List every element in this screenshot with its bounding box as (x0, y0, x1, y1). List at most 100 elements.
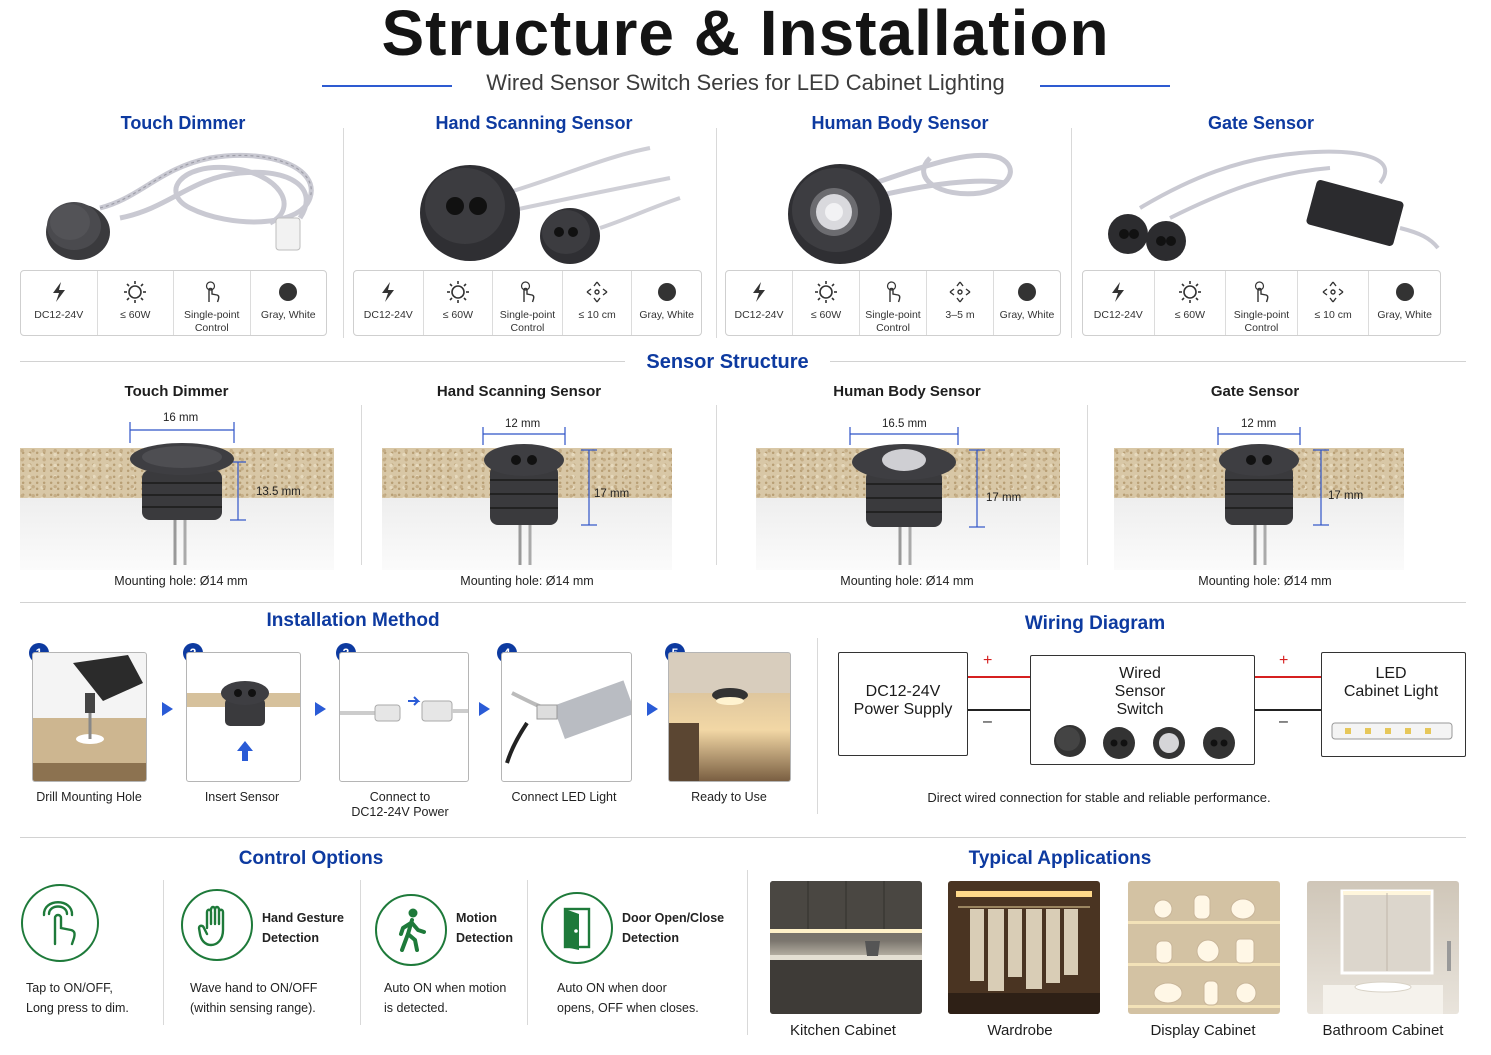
touch-icon (202, 279, 222, 305)
wardrobe-image (948, 881, 1100, 1014)
control-desc: Tap to ON/OFF, Long press to dim. (26, 981, 129, 1015)
spec-box-touch-dimmer: DC12-24V ≤ 60W Single-point Control Gray… (20, 270, 327, 336)
control-desc: Auto ON when motion is detected. (384, 981, 507, 1015)
step-label: Ready to Use (691, 790, 767, 804)
step-label: Insert Sensor (204, 790, 280, 804)
dimension-width: 16 mm (163, 412, 199, 424)
kitchen-cabinet-image (770, 881, 922, 1014)
wire-positive (968, 676, 1030, 678)
dimension-width: 12 mm (1241, 418, 1277, 430)
section-rule (20, 602, 1466, 603)
minus-sign: – (1279, 713, 1288, 730)
power-supply-box (838, 652, 968, 756)
human-body-cross-section (849, 427, 985, 565)
color-dot-icon (1016, 279, 1038, 305)
touch-dimmer-cross-section (129, 422, 246, 565)
power-supply-label: DC12-24V Power Supply (853, 683, 953, 718)
wire-positive (1255, 676, 1321, 678)
product-title-touch-dimmer: Touch Dimmer (120, 113, 246, 133)
plus-sign: + (983, 652, 993, 669)
typical-applications-title: Typical Applications (968, 848, 1152, 869)
spec-voltage: DC12-24V (354, 271, 424, 335)
color-dot-icon (1394, 279, 1416, 305)
column-divider (527, 880, 528, 1025)
application-label: Wardrobe (987, 1022, 1053, 1039)
human-body-product-image (788, 152, 1013, 264)
wiring-caption: Direct wired connection for stable and r… (927, 790, 1271, 805)
touch-dimmer-product-image (46, 152, 314, 260)
dimension-height: 17 mm (1328, 490, 1364, 502)
wire-negative (1255, 709, 1321, 711)
structure-name: Touch Dimmer (124, 383, 229, 400)
column-divider (343, 128, 344, 338)
step-image-drill (32, 652, 147, 782)
arrow-right-icon (647, 702, 658, 716)
display-cabinet-image (1128, 881, 1280, 1014)
door-icon (541, 892, 613, 964)
led-light-label: LED Cabinet Light (1343, 665, 1439, 700)
bulb-icon (446, 279, 470, 305)
section-rule (830, 361, 1466, 362)
control-label: Motion Detection (456, 911, 513, 945)
spec-color: Gray, White (632, 271, 701, 335)
lightning-icon (380, 279, 396, 305)
led-strip-icon (1331, 722, 1453, 740)
step-image-insert (186, 652, 301, 782)
column-divider (360, 880, 361, 1025)
hand-icon (181, 889, 253, 961)
plus-sign: + (1279, 652, 1289, 669)
sensor-thumbnails (1054, 725, 1235, 759)
mounting-hole-text: Mounting hole: Ø14 mm (1198, 574, 1332, 588)
spec-box-human-body: DC12-24V ≤ 60W Single-point Control 3–5 … (725, 270, 1061, 336)
bulb-icon (123, 279, 147, 305)
spec-range: ≤ 10 cm (1298, 271, 1370, 335)
column-divider (716, 405, 717, 565)
spec-range: 3–5 m (927, 271, 994, 335)
bulb-icon (1178, 279, 1202, 305)
touch-icon (517, 279, 537, 305)
control-desc: Auto ON when door opens, OFF when closes… (557, 981, 699, 1015)
spec-power: ≤ 60W (1155, 271, 1227, 335)
spec-color: Gray, White (1369, 271, 1440, 335)
installation-method-title: Installation Method (266, 610, 440, 631)
dimension-height: 13.5 mm (256, 486, 301, 498)
step-image-connect-led (501, 652, 632, 782)
mounting-hole-text: Mounting hole: Ø14 mm (840, 574, 974, 588)
page-subtitle: Wired Sensor Switch Series for LED Cabin… (486, 70, 1005, 95)
column-divider (361, 405, 362, 565)
application-label: Display Cabinet (1150, 1022, 1256, 1039)
product-title-hand-scanning: Hand Scanning Sensor (435, 113, 633, 133)
hand-scanning-product-image (420, 146, 681, 264)
column-divider (163, 880, 164, 1025)
step-label: Drill Mounting Hole (36, 790, 142, 804)
wiring-diagram-title: Wiring Diagram (1024, 613, 1166, 634)
product-title-human-body: Human Body Sensor (811, 113, 989, 133)
structure-name: Human Body Sensor (833, 383, 981, 400)
dimension-height: 17 mm (986, 492, 1022, 504)
sensor-switch-label: Wired Sensor Switch (1114, 665, 1166, 718)
step-label: Connect LED Light (511, 790, 617, 804)
hand-scanning-cross-section (482, 427, 597, 565)
minus-sign: – (983, 713, 992, 730)
spec-color: Gray, White (994, 271, 1060, 335)
spec-control: Single-point Control (860, 271, 927, 335)
spec-voltage: DC12-24V (1083, 271, 1155, 335)
walking-person-icon (375, 894, 447, 966)
spec-control: Single-point Control (174, 271, 251, 335)
step-image-ready (668, 652, 791, 782)
dimension-width: 12 mm (505, 418, 541, 430)
subtitle-rule-left (322, 85, 452, 87)
sensor-structure-title: Sensor Structure (646, 351, 809, 373)
bathroom-cabinet-image (1307, 881, 1459, 1014)
touch-icon (883, 279, 903, 305)
spec-power: ≤ 60W (98, 271, 174, 335)
spec-box-hand-scanning: DC12-24V ≤ 60W Single-point Control ≤ 10… (353, 270, 702, 336)
touch-icon (1251, 279, 1271, 305)
bulb-icon (814, 279, 838, 305)
touch-icon (21, 884, 99, 962)
control-label: Door Open/Close Detection (622, 911, 725, 945)
arrow-right-icon (162, 702, 173, 716)
control-options-title: Control Options (238, 848, 384, 869)
product-title-gate-sensor: Gate Sensor (1207, 113, 1315, 133)
range-arrows-icon (948, 279, 972, 305)
